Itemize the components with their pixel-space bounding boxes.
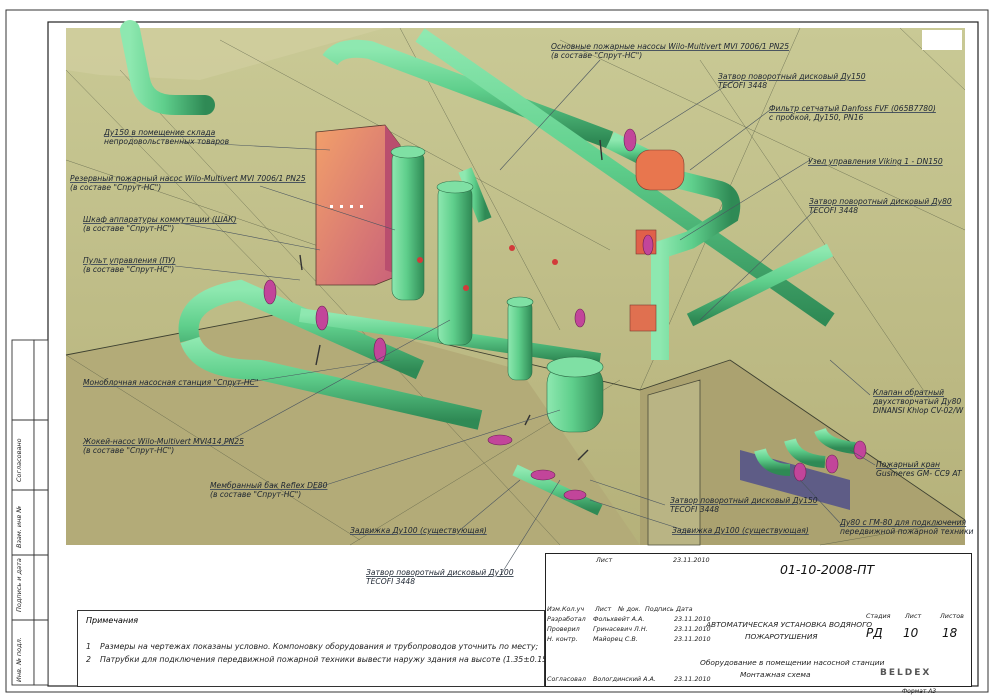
callout-pump-station: Моноблочная насосная станция "Спрут-НС" — [83, 378, 259, 387]
title-block — [545, 553, 972, 687]
role-developer-date: 23.11.2010 — [674, 615, 711, 623]
sidebar-label-signature-date: Подпись и дата — [15, 558, 23, 612]
note-text: Патрубки для подключения передвижной пож… — [100, 655, 562, 664]
top-row-sheet-label: Лист — [596, 556, 613, 564]
role-approver-date: 23.11.2010 — [674, 675, 711, 683]
note-number: 1 — [86, 642, 91, 651]
note-number: 2 — [86, 655, 91, 664]
col-header: № док. — [618, 605, 641, 613]
callout-gate-valve-100: Задвижка Ду100 (существующая) — [672, 526, 809, 535]
role-norm-control-name: Майорец С.В. — [593, 635, 638, 643]
callout-filter: Фильтр сетчатый Danfoss FVF (065B7780)с … — [769, 104, 936, 122]
callout-jockey-pump: Жокей-насос Wilo-Multivert MVI414 PN25(в… — [83, 437, 244, 455]
callout-main-pumps: Основные пожарные насосы Wilo-Multivert … — [551, 42, 790, 60]
notes-box: Примечания 1 Размеры на чертежах показан… — [77, 610, 561, 687]
sidebar-label-approved: Согласовано — [15, 438, 23, 482]
project-name-line: пожаротушения — [745, 632, 818, 641]
sheets-value: 18 — [942, 626, 958, 640]
col-header: Лист — [595, 605, 612, 613]
sheet-header: Лист — [905, 612, 922, 620]
sheet-title-line: Монтажная схема — [740, 670, 811, 679]
callout-control-panel: Пульт управления (ПУ)(в составе "Спрут-Н… — [83, 256, 176, 274]
col-header: Подпись — [645, 605, 674, 613]
callout-membrane-tank: Мембранный бак Reflex DE80(в составе "Сп… — [210, 481, 328, 499]
document-code: 01-10-2008-ПТ — [780, 562, 875, 577]
stage-value: РД — [866, 626, 883, 640]
beldex-logo-text: BELDEX — [880, 668, 932, 678]
role-norm-control: Н. контр. — [547, 635, 578, 643]
project-name-line: Автоматическая установка водяного — [706, 620, 873, 629]
col-header: Дата — [676, 605, 693, 613]
role-checker: Проверил — [547, 625, 580, 633]
callout-gate-valves: Задвижка Ду100 (существующая) — [350, 526, 487, 535]
callout-automation-cabinet: Шкаф аппаратуры коммутации (ШАК)(в соста… — [83, 215, 237, 233]
sheet-value: 10 — [903, 626, 919, 640]
note-text: Размеры на чертежах показаны условно. Ко… — [100, 642, 539, 651]
notes-heading: Примечания — [86, 616, 139, 625]
role-approver: Согласовал — [547, 675, 586, 683]
format-label: Формат А3 — [902, 688, 937, 695]
callout-control-unit: Узел управления Viking 1 - DN150 — [808, 157, 943, 166]
role-developer-name: Фольхвейт А.А. — [593, 615, 645, 623]
role-norm-control-date: 23.11.2010 — [674, 635, 711, 643]
top-row-date: 23.11.2010 — [673, 556, 710, 564]
col-header: Кол.уч — [562, 605, 585, 613]
role-checker-date: 23.11.2010 — [674, 625, 711, 633]
callout-reserve-pump: Резервный пожарный насос Wilo-Multivert … — [70, 174, 306, 192]
role-checker-name: Гринасевич Л.Н. — [593, 625, 648, 633]
role-approver-name: Вологдинский А.А. — [593, 675, 656, 683]
pipework — [120, 20, 856, 545]
sheets-header: Листов — [940, 612, 964, 620]
role-developer: Разработал — [547, 615, 586, 623]
sheet-title-line: Оборудование в помещении насосной станци… — [700, 658, 885, 667]
stage-header: Стадия — [866, 612, 891, 620]
col-header: Изм. — [547, 605, 563, 613]
left-margin-strip — [11, 339, 49, 686]
sidebar-label-inv-number: Инв. № подл. — [15, 637, 23, 682]
sidebar-label-replace-inv: Взам. инв № — [15, 505, 23, 548]
